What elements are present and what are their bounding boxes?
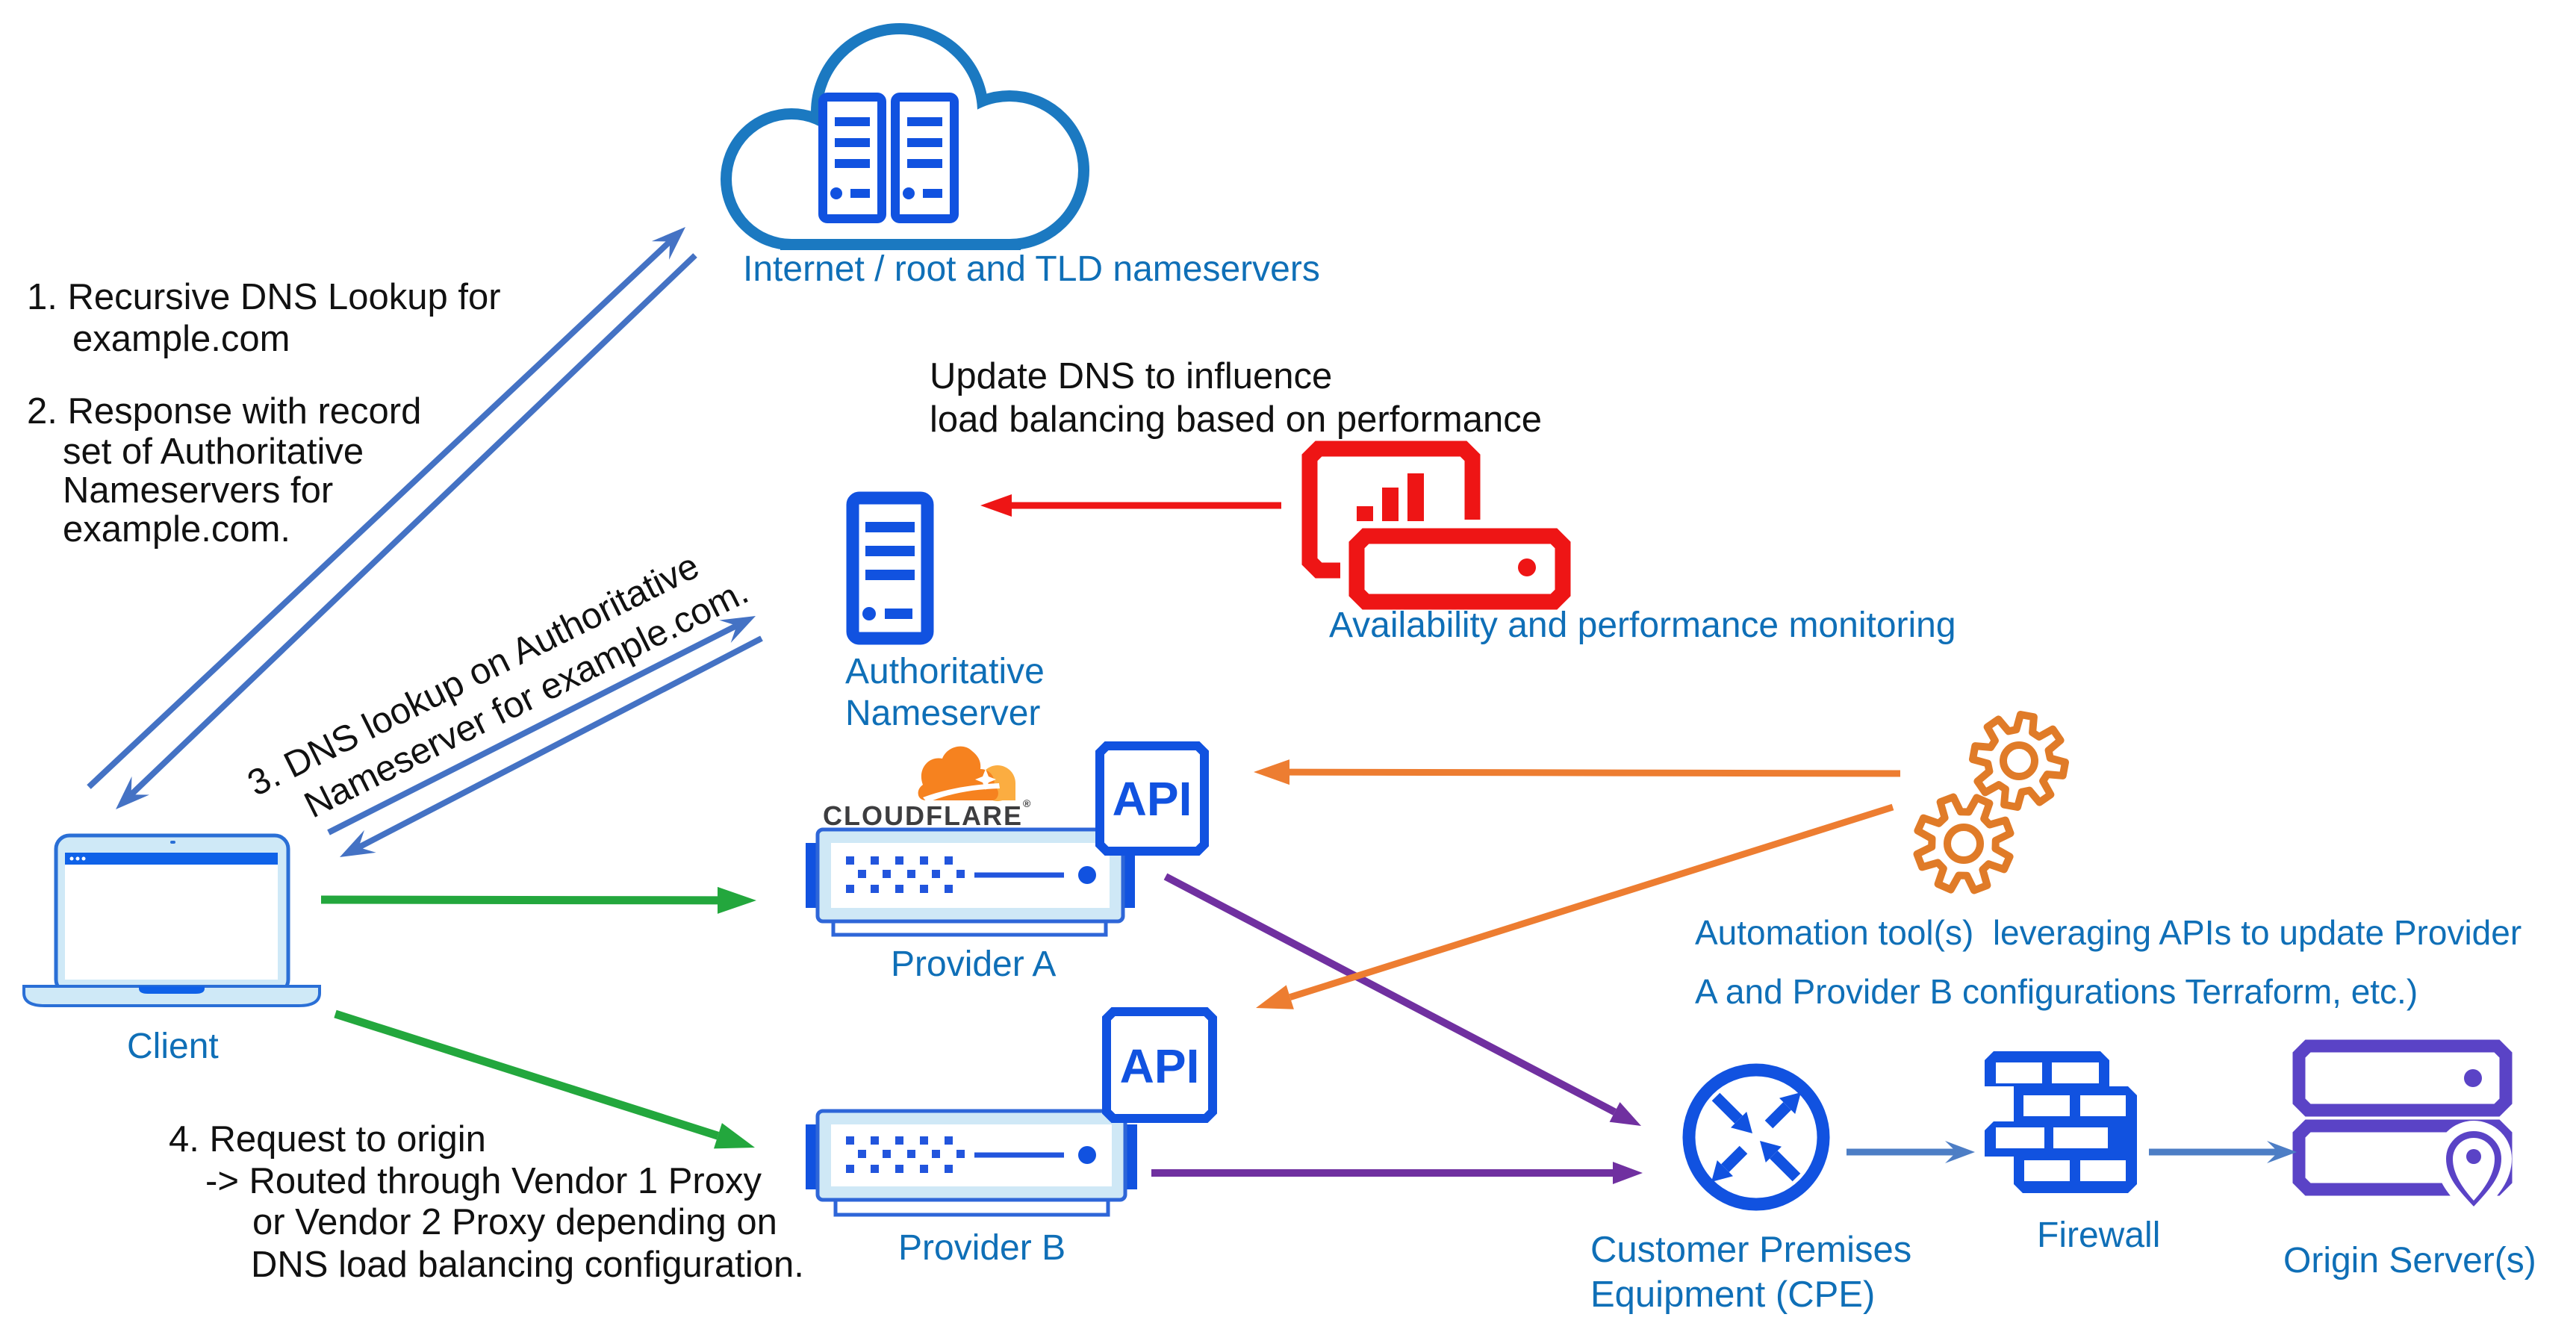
svg-text:API: API bbox=[1113, 772, 1192, 826]
svg-text:API: API bbox=[1120, 1039, 1200, 1093]
